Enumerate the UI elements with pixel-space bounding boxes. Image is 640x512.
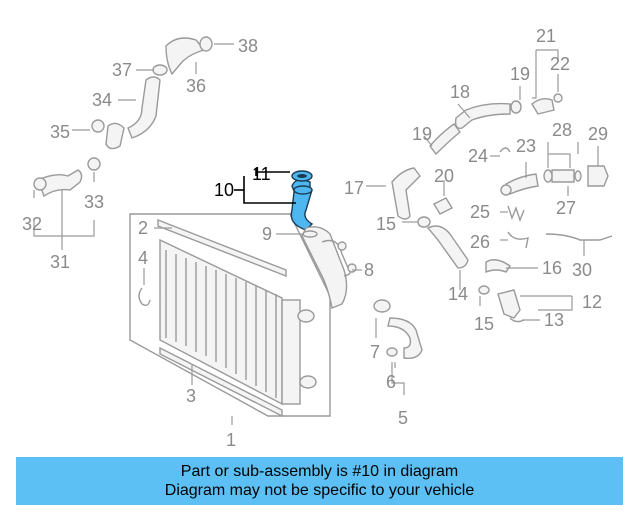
callout-20: 20 — [434, 166, 454, 186]
callout-1: 1 — [226, 430, 236, 450]
callout-8: 8 — [364, 260, 374, 280]
callout-36: 36 — [186, 76, 206, 96]
hose-31-33 — [33, 157, 101, 198]
callout-30: 30 — [572, 260, 592, 280]
callout-16: 16 — [542, 258, 562, 278]
callout-19b: 19 — [510, 64, 530, 84]
callout-24: 24 — [468, 146, 488, 166]
highlighted-part-11 — [291, 170, 313, 182]
hose-14-20 — [391, 100, 522, 295]
hose-34-38 — [91, 36, 213, 150]
callout-10: 10 — [214, 180, 234, 200]
intercooler-assembly — [129, 213, 331, 418]
callout-7: 7 — [370, 342, 380, 362]
callout-15b: 15 — [474, 314, 494, 334]
info-banner: Part or sub-assembly is #10 in diagram D… — [16, 457, 623, 505]
callout-15a: 15 — [376, 214, 396, 234]
callout-23: 23 — [516, 136, 536, 156]
hose-6-7 — [373, 299, 423, 360]
banner-line-2: Diagram may not be specific to your vehi… — [164, 482, 475, 499]
callout-32: 32 — [22, 214, 42, 234]
callout-22: 22 — [550, 54, 570, 74]
hose-assembly-8-9 — [301, 226, 357, 309]
banner-line-1: Part or sub-assembly is #10 in diagram — [180, 463, 459, 480]
callout-4: 4 — [138, 248, 148, 268]
callout-14: 14 — [448, 284, 468, 304]
callout-26: 26 — [470, 232, 490, 252]
callout-29: 29 — [588, 124, 608, 144]
callout-27: 27 — [556, 198, 576, 218]
callout-21: 21 — [536, 26, 556, 46]
callout-31: 31 — [50, 252, 70, 272]
callout-34: 34 — [92, 90, 112, 110]
callout-9: 9 — [262, 224, 272, 244]
highlighted-part-10 — [290, 179, 314, 231]
callout-6: 6 — [386, 372, 396, 392]
callout-17: 17 — [344, 178, 364, 198]
callout-5: 5 — [398, 408, 408, 428]
callout-35: 35 — [50, 122, 70, 142]
callout-labels: 1 2 3 4 5 6 7 8 9 10 11 12 13 14 15 15 1… — [22, 26, 608, 450]
callout-28: 28 — [552, 120, 572, 140]
callout-19a: 19 — [412, 124, 432, 144]
callout-18: 18 — [450, 82, 470, 102]
parts-diagram: 1 2 3 4 5 6 7 8 9 10 11 12 13 14 15 15 1… — [22, 26, 613, 450]
callout-12: 12 — [582, 292, 602, 312]
callout-2: 2 — [138, 218, 148, 238]
callout-13: 13 — [544, 310, 564, 330]
callout-33: 33 — [84, 192, 104, 212]
callout-37: 37 — [112, 60, 132, 80]
callout-38: 38 — [238, 36, 258, 56]
callout-11: 11 — [252, 164, 271, 184]
callout-3: 3 — [186, 386, 196, 406]
leader-lines — [33, 43, 599, 425]
parts-21-30 — [497, 93, 613, 323]
callout-25: 25 — [470, 202, 490, 222]
